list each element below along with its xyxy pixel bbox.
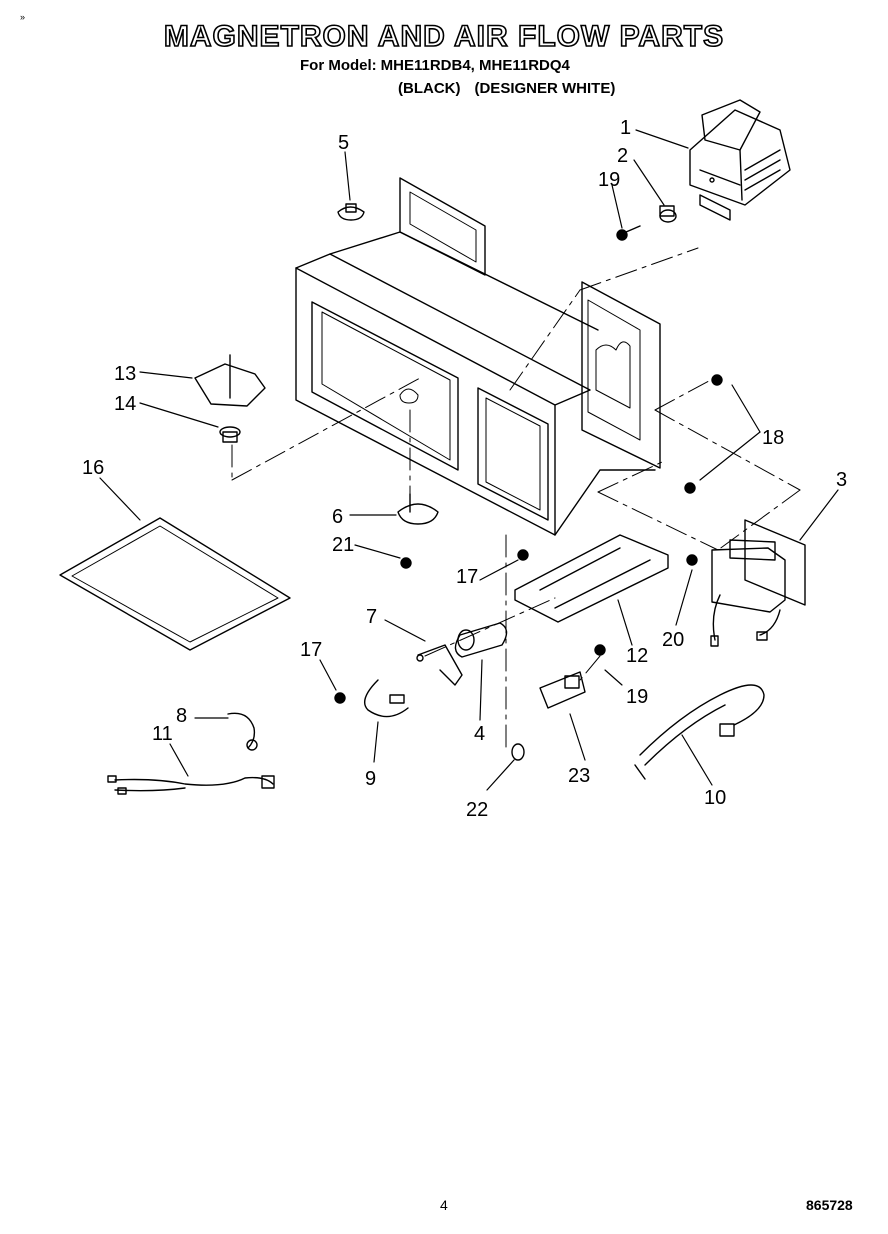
corner-mark: »	[20, 12, 26, 22]
finish-line: (BLACK) (DESIGNER WHITE)	[398, 80, 629, 97]
screw-19-top	[616, 225, 641, 241]
callout-18: 18	[762, 427, 784, 449]
callout-3: 3	[836, 469, 847, 491]
transformer	[710, 519, 806, 647]
magnetron	[689, 99, 791, 221]
callout-12: 12	[626, 645, 648, 667]
wire-9	[364, 679, 409, 718]
callout-2: 2	[617, 145, 628, 167]
cavity-housing	[295, 177, 661, 536]
callout-9: 9	[365, 768, 376, 790]
callout-13: 13	[114, 363, 136, 385]
callout-19-top: 19	[598, 169, 620, 191]
callout-23: 23	[568, 765, 590, 787]
model-numbers: MHE11RDB4, MHE11RDQ4	[380, 57, 570, 74]
callout-21: 21	[332, 534, 354, 556]
callout-17-center: 17	[456, 566, 478, 588]
stirrer-hub	[219, 426, 241, 443]
callout-16: 16	[82, 457, 104, 479]
finish-white: (DESIGNER WHITE)	[474, 80, 616, 97]
capacitor	[454, 622, 508, 658]
callout-8: 8	[176, 705, 187, 727]
callout-22: 22	[466, 799, 488, 821]
callout-leaders	[99, 129, 839, 791]
wire-8	[227, 712, 258, 751]
thermal-cutout-left	[337, 203, 365, 221]
air-guide-bracket	[514, 534, 669, 623]
model-line: For Model:MHE11RDB4, MHE11RDQ4	[300, 57, 570, 74]
callout-numbers: 1 2 19 3 4 5 6 7 8 9 10 11 12 13 14 16 1…	[82, 117, 847, 821]
side-plate	[581, 281, 661, 469]
wire-harness-10	[634, 684, 765, 780]
page-number: 4	[440, 1197, 448, 1213]
stirrer-motor	[397, 493, 439, 525]
callout-17-left: 17	[300, 639, 322, 661]
page-title: MAGNETRON AND AIR FLOW PARTS	[163, 19, 725, 54]
wire-harness-11	[107, 775, 275, 795]
glass-tray	[59, 517, 291, 651]
front-window	[311, 301, 459, 471]
callout-4: 4	[474, 723, 485, 745]
callout-1: 1	[620, 117, 631, 139]
screws	[334, 374, 723, 761]
callout-14: 14	[114, 393, 136, 415]
model-label: For Model:	[300, 57, 377, 74]
stirrer-blade	[194, 354, 266, 407]
callout-10: 10	[704, 787, 726, 809]
back-panel	[399, 177, 486, 276]
finish-black: (BLACK)	[398, 80, 461, 97]
alignment-lines	[231, 247, 801, 753]
document-number: 865728	[806, 1197, 853, 1213]
thermal-cutout-top	[659, 205, 677, 223]
callout-6: 6	[332, 506, 343, 528]
capacitor-bracket	[416, 644, 463, 686]
callout-20: 20	[662, 629, 684, 651]
callout-7: 7	[366, 606, 377, 628]
front-panel	[295, 267, 556, 536]
control-opening	[477, 387, 549, 521]
callout-11: 11	[152, 723, 173, 745]
callout-5: 5	[338, 132, 349, 154]
callout-19-lower: 19	[626, 686, 648, 708]
diode-bracket	[539, 671, 586, 709]
